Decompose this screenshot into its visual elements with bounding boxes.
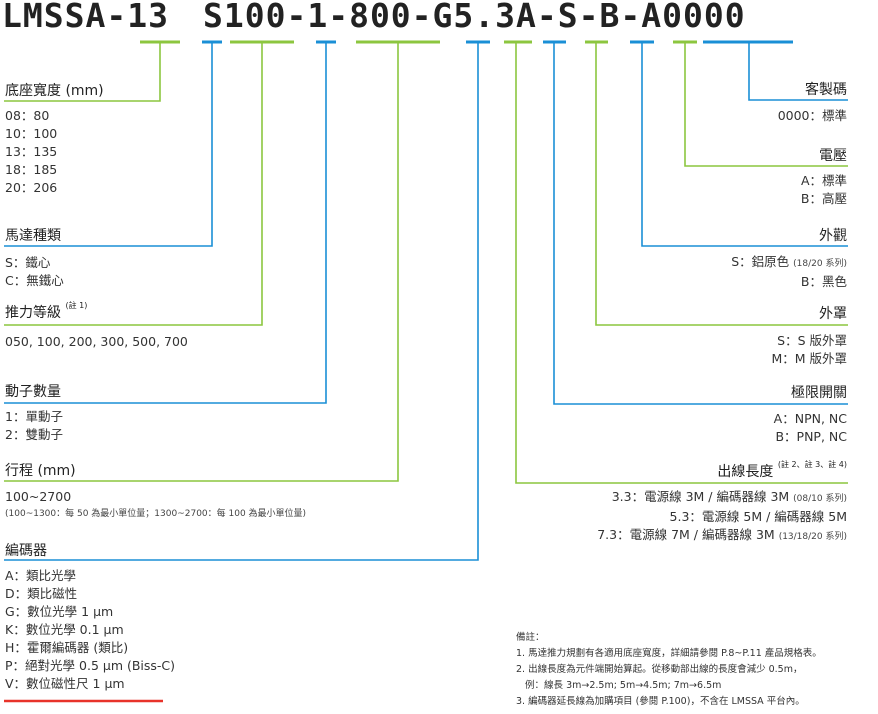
cable-item-note: (08/10 系列)	[793, 494, 847, 504]
list-item: B：PNP, NC	[775, 429, 847, 444]
list-item: A：NPN, NC	[773, 411, 847, 426]
stroke-title: 行程 (mm)	[5, 463, 76, 479]
list-item: V：數位磁性尺 1 μm	[5, 676, 125, 691]
connector-base-width	[4, 42, 161, 102]
note-item: 例：線長 3m→2.5m; 5m→4.5m; 7m→6.5m	[516, 680, 722, 691]
stroke-list: 100~2700	[5, 488, 71, 506]
connector-stroke	[4, 42, 399, 482]
connector-encoder	[4, 42, 479, 561]
list-item: C：無鐵心	[5, 273, 64, 288]
notes-title: 備註：	[516, 632, 545, 643]
thrust-list: 050, 100, 200, 300, 500, 700	[5, 333, 188, 351]
voltage-list: A：標準 B：高壓	[801, 172, 847, 208]
list-item: B：高壓	[800, 191, 847, 206]
list-item: 10：100	[5, 126, 58, 141]
connector-movers	[4, 42, 327, 404]
list-item: 18：185	[5, 162, 58, 177]
cable-item-text: 5.3：電源線 5M / 編碼器線 5M	[669, 509, 847, 524]
notes-block: 備註： 1. 馬達推力規劃有各適用底座寬度，詳細請參閱 P.8~P.11 產品規…	[516, 630, 822, 710]
model-code-options: S100-1-800-G5.3A-S-B-A0000	[203, 0, 746, 35]
note-item: 3. 編碼器延長線為加購項目 (參閱 P.100)，不含在 LMSSA 平台內。	[516, 696, 805, 707]
list-item: 050, 100, 200, 300, 500, 700	[5, 334, 188, 349]
connector-appearance	[641, 42, 848, 247]
motor-type-title: 馬達種類	[5, 228, 61, 244]
connector-thrust	[4, 42, 263, 326]
connector-cover	[595, 42, 848, 326]
list-item: 2：雙動子	[5, 427, 63, 442]
list-item: S：S 版外罩	[777, 333, 847, 348]
appearance-list: S：鋁原色 (18/20 系列) B：黑色	[731, 253, 847, 291]
list-item: 08：80	[5, 108, 50, 123]
movers-list: 1：單動子 2：雙動子	[5, 408, 63, 444]
custom-title: 客製碼	[805, 82, 847, 98]
base-width-list: 08：80 10：100 13：135 18：185 20：206	[5, 107, 57, 197]
model-code-base: LMSSA-13	[2, 0, 169, 35]
cable-title-text: 出線長度	[717, 464, 774, 480]
list-item: 100~2700	[5, 489, 72, 504]
limit-list: A：NPN, NC B：PNP, NC	[774, 410, 847, 446]
list-item: 13：135	[5, 144, 58, 159]
stroke-sub: (100~1300：每 50 為最小單位量；1300~2700：每 100 為最…	[5, 509, 307, 519]
thrust-title: 推力等級 (註 1)	[5, 301, 88, 322]
list-item: 7.3：電源線 7M / 編碼器線 3M (13/18/20 系列)	[597, 526, 847, 546]
list-item: S：鐵心	[5, 255, 51, 270]
appearance-item-text: S：鋁原色	[731, 254, 790, 269]
list-item: H：霍爾編碼器 (類比)	[5, 640, 129, 655]
list-item: M：M 版外罩	[771, 351, 847, 366]
list-item: 1：單動子	[5, 409, 63, 424]
list-item: A：標準	[800, 173, 847, 188]
connector-custom	[748, 42, 848, 101]
motor-type-list: S：鐵心 C：無鐵心	[5, 254, 64, 290]
list-item: A：類比光學	[5, 568, 77, 583]
cable-title: 出線長度 (註 2、註 3、註 4)	[717, 460, 847, 481]
cable-item-text: 7.3：電源線 7M / 編碼器線 3M	[597, 527, 775, 542]
list-item: 5.3：電源線 5M / 編碼器線 5M	[597, 508, 847, 526]
voltage-title: 電壓	[819, 148, 847, 164]
thrust-title-text: 推力等級	[5, 305, 61, 321]
movers-title: 動子數量	[5, 384, 61, 400]
cover-title: 外罩	[819, 306, 847, 322]
connector-motor-type	[4, 42, 213, 247]
list-item: 20：206	[5, 180, 58, 195]
list-item: 0000：標準	[777, 108, 847, 123]
note-item: 2. 出線長度為元件端開始算起。從移動部出線的長度會減少 0.5m，	[516, 664, 803, 675]
list-item: B：黑色	[800, 274, 847, 289]
list-item: G：數位光學 1 μm	[5, 604, 114, 619]
list-item: K：數位光學 0.1 μm	[5, 622, 124, 637]
list-item: P：絕對光學 0.5 μm (Biss-C)	[5, 658, 176, 673]
custom-list: 0000：標準	[778, 107, 847, 125]
cover-list: S：S 版外罩 M：M 版外罩	[771, 332, 847, 368]
thrust-note: (註 1)	[65, 301, 88, 310]
base-width-title: 底座寬度 (mm)	[5, 83, 104, 99]
limit-title: 極限開關	[791, 385, 847, 401]
appearance-note: (18/20 系列)	[793, 259, 847, 269]
cable-item-text: 3.3：電源線 3M / 編碼器線 3M	[611, 489, 790, 504]
list-item: 3.3：電源線 3M / 編碼器線 3M (08/10 系列)	[597, 488, 847, 508]
connector-cable	[515, 42, 848, 484]
encoder-title: 編碼器	[5, 543, 47, 559]
note-item: 1. 馬達推力規劃有各適用底座寬度，詳細請參閱 P.8~P.11 產品規格表。	[516, 648, 822, 659]
cable-item-note: (13/18/20 系列)	[778, 532, 847, 542]
encoder-list: A：類比光學 D：類比磁性 G：數位光學 1 μm K：數位光學 0.1 μm …	[5, 567, 175, 693]
connector-limit	[553, 42, 848, 405]
list-item: D：類比磁性	[5, 586, 78, 601]
connector-voltage	[684, 42, 848, 167]
cable-note: (註 2、註 3、註 4)	[777, 460, 847, 469]
list-item: S：鋁原色 (18/20 系列)	[731, 253, 847, 273]
cable-list: 3.3：電源線 3M / 編碼器線 3M (08/10 系列) 5.3：電源線 …	[597, 488, 847, 546]
appearance-title: 外觀	[819, 228, 847, 244]
